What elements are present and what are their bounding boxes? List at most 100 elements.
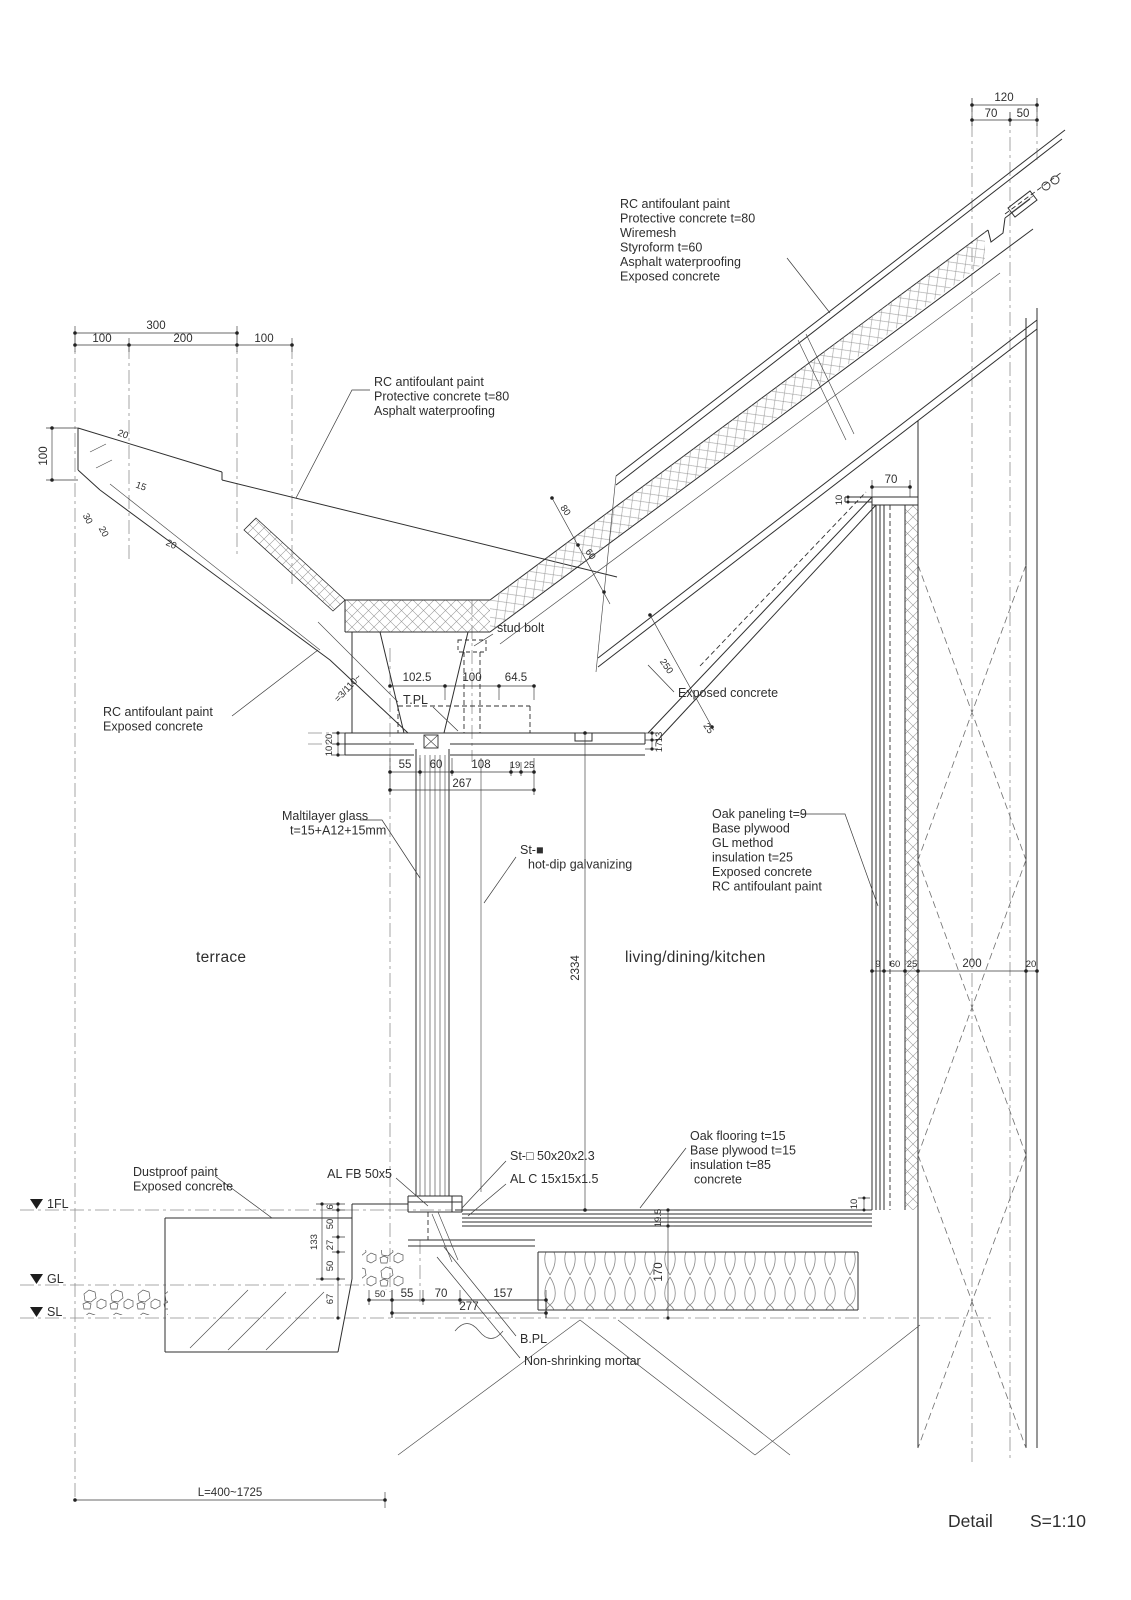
sheet-scale: S=1:10 [1030,1511,1086,1531]
dim-2334: 2334 [570,955,582,981]
dim-67: 67 [325,1294,336,1305]
note-st-square-1: St-■ [520,843,544,857]
note-wall-1: Oak paneling t=9 [712,807,807,821]
dim-133: 133 [309,1234,320,1250]
note-wall-6: RC antifoulant paint [712,880,822,894]
note-wall-3: GL method [712,836,773,850]
dim-9: 9 [875,959,880,970]
dim-200: 200 [962,958,981,970]
dim-108: 108 [471,759,490,771]
valley-gutter-geometry [344,599,490,734]
right-roof-geometry [489,129,1066,673]
dim-200: 200 [173,333,192,345]
dim-50c: 50 [375,1289,386,1300]
note-wall-2: Base plywood [712,822,790,836]
note-floor-4: concrete [694,1173,742,1187]
note-roof-left-under-2: Exposed concrete [103,720,203,734]
glass-geometry [352,749,482,1213]
dim-50a: 50 [325,1219,336,1230]
level-triangle-gl [30,1274,43,1284]
dim-64-5: 64.5 [505,672,527,684]
dim-50b: 50 [325,1261,336,1272]
note-roof-right-6: Exposed concrete [620,270,720,284]
ceiling-geometry [647,491,877,743]
note-roof-right-5: Asphalt waterproofing [620,255,741,269]
note-glass-2: t=15+A12+15mm [290,824,386,838]
note-stud-bolt: stud bolt [497,621,545,635]
dim-edge-20a: 20 [116,428,130,442]
title-block: Detail S=1:10 [948,1511,1086,1531]
dim-60: 60 [583,547,598,562]
note-al-fb: AL FB 50x5 [327,1167,392,1181]
note-floor-1: Oak flooring t=15 [690,1129,786,1143]
dim-span: L=400~1725 [198,1487,263,1499]
dim-20p: 20 [324,734,335,745]
dim-277: 277 [459,1301,478,1313]
dim-80: 80 [558,503,573,518]
note-roof-left-2: Protective concrete t=80 [374,390,509,404]
centerlines [20,98,1038,1502]
dim-70b: 70 [435,1288,448,1300]
dim-300: 300 [146,320,165,332]
dim-25b: 25 [524,760,535,771]
note-glass-1: Maltilayer glass [282,809,368,823]
dim-60w: 60 [890,959,901,970]
dim-edge-20b: 20 [96,525,111,540]
dim-20w: 20 [1026,959,1037,970]
sheet-title: Detail [948,1511,993,1531]
dim-120: 120 [994,92,1013,104]
level-label-sl: SL [47,1305,62,1319]
dim-6: 6 [325,1204,336,1209]
dim-13: 13 [654,732,665,743]
note-floor-2: Base plywood t=15 [690,1144,796,1158]
level-triangle-sl [30,1307,43,1317]
dim-25-edge: 25 [701,721,716,736]
dim-edge-15: 15 [134,480,148,494]
dim-edge-30: 30 [80,512,95,527]
dim-70t: 70 [985,108,998,120]
level-label-gl: GL [47,1272,64,1286]
note-st-box: St-□ 50x20x2.3 [510,1149,595,1163]
dimensions: 300 100 200 100 100 20 15 30 20 20 120 7… [38,92,1039,1508]
dim-60b: 60 [430,759,443,771]
left-roof-geometry [77,427,618,734]
note-dustproof-2: Exposed concrete [133,1180,233,1194]
note-roof-left-under-1: RC antifoulant paint [103,705,213,719]
note-roof-left-1: RC antifoulant paint [374,375,484,389]
note-st-square-2: hot-dip galvanizing [528,858,632,872]
dim-10w: 10 [834,495,845,506]
dim-157: 157 [493,1288,512,1300]
dim-55b: 55 [401,1288,414,1300]
dim-267: 267 [452,778,471,790]
dim-100a: 100 [92,333,111,345]
terrace-geometry [80,1204,535,1353]
level-label-1fl: 1FL [47,1197,69,1211]
dim-55: 55 [399,759,412,771]
dim-70w: 70 [885,474,898,486]
dim-102-5: 102.5 [403,672,432,684]
dim-edge-20c: 20 [164,538,178,552]
dim-10f: 10 [849,1199,860,1210]
level-markers: 1FL GL SL [30,1197,69,1319]
room-label-ldk: living/dining/kitchen [625,949,766,966]
dim-10p: 10 [324,746,335,757]
dim-19: 19 [510,760,521,771]
note-roof-right-2: Protective concrete t=80 [620,212,755,226]
right-wall-geometry [844,308,1038,1449]
note-t-pl: T.PL [403,693,428,707]
note-roof-right-3: Wiremesh [620,226,676,240]
note-wall-4: insulation t=25 [712,851,793,865]
annotation-texts: RC antifoulant paint Protective concrete… [103,197,822,1368]
floor-geometry [391,1209,921,1456]
note-roof-left-3: Asphalt waterproofing [374,404,495,418]
dim-100b: 100 [254,333,273,345]
dim-170: 170 [653,1262,665,1281]
dim-50t: 50 [1017,108,1030,120]
note-roof-right-4: Styroform t=60 [620,241,702,255]
note-dustproof-1: Dustproof paint [133,1165,218,1179]
dim-19-5: 19.5 [653,1209,664,1228]
dim-25w: 25 [907,959,918,970]
note-exposed-concrete: Exposed concrete [678,686,778,700]
annotation-leaders [214,257,879,1359]
